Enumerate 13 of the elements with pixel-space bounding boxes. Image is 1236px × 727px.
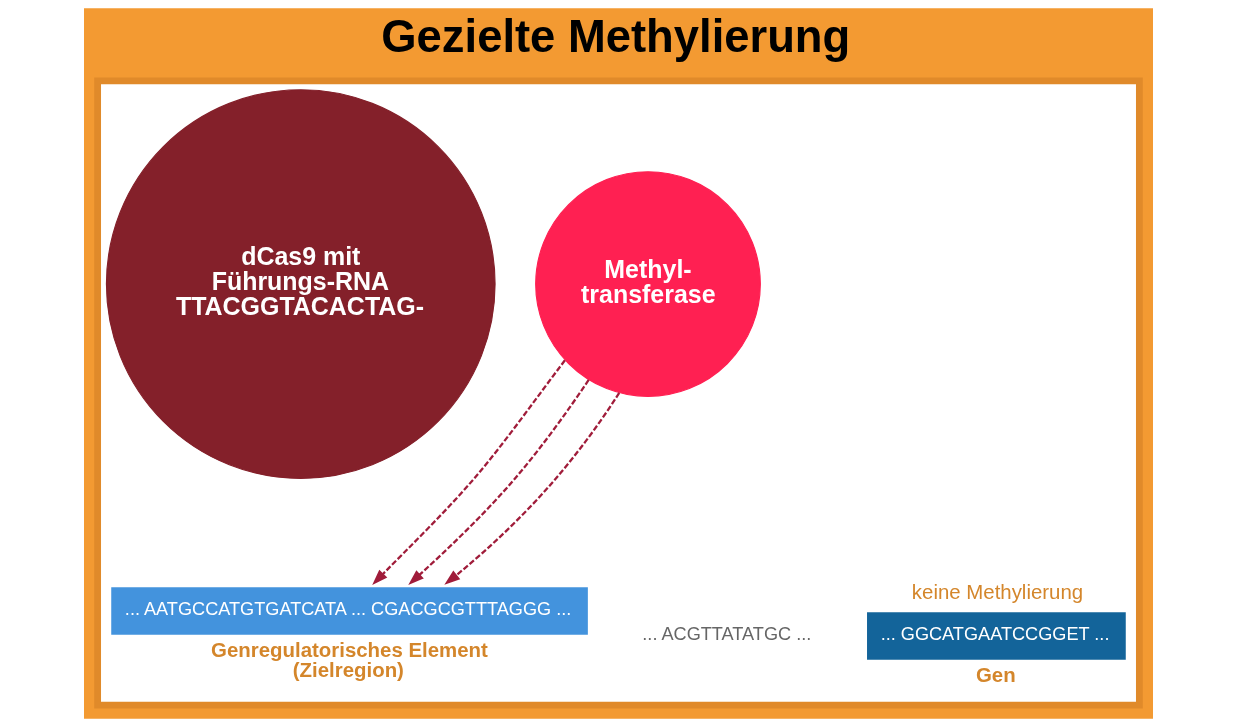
node-label: keine Methylierung (911, 581, 1083, 603)
cluster (93, 77, 1143, 709)
node-box: ... AATGCCATGTGATCATA ... CGACGCGTTTAGGG ... (110, 587, 588, 635)
diagram-title: Gezielte Methylierung (380, 11, 850, 63)
node-label: Genregulatorisches Element (Zielregion) (210, 638, 488, 682)
node-box: ... GGCATGAATCCGGET ... (866, 612, 1126, 660)
node-circle: Methyl- transferase (534, 171, 761, 397)
node-label: Gen (975, 663, 1016, 686)
arrow (371, 359, 566, 586)
node-circle: dCas9 mit Führungs-RNA TTACGGTACACTAG- (105, 89, 496, 479)
arrow (407, 379, 590, 585)
arrow (443, 392, 620, 585)
label: ... ACGTTATATGC ... (641, 624, 811, 645)
